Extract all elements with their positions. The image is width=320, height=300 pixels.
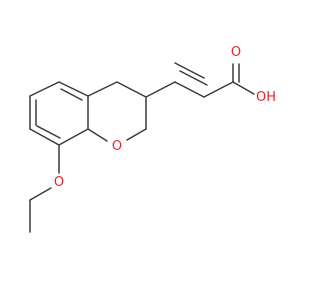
acrylic-acid-chain	[145, 62, 255, 98]
carbonyl-oxygen-label: O	[231, 45, 241, 60]
molecule-diagram: O O O OH	[29, 45, 276, 233]
ether-oxygen-label: O	[54, 175, 64, 190]
ethoxy-group	[29, 144, 60, 233]
structure-canvas: O O O OH	[29, 45, 276, 233]
benzene-ring	[29, 81, 89, 146]
ring-oxygen-label: O	[112, 139, 122, 154]
pyran-ring	[87, 81, 147, 142]
hydroxyl-label: OH	[256, 90, 276, 105]
